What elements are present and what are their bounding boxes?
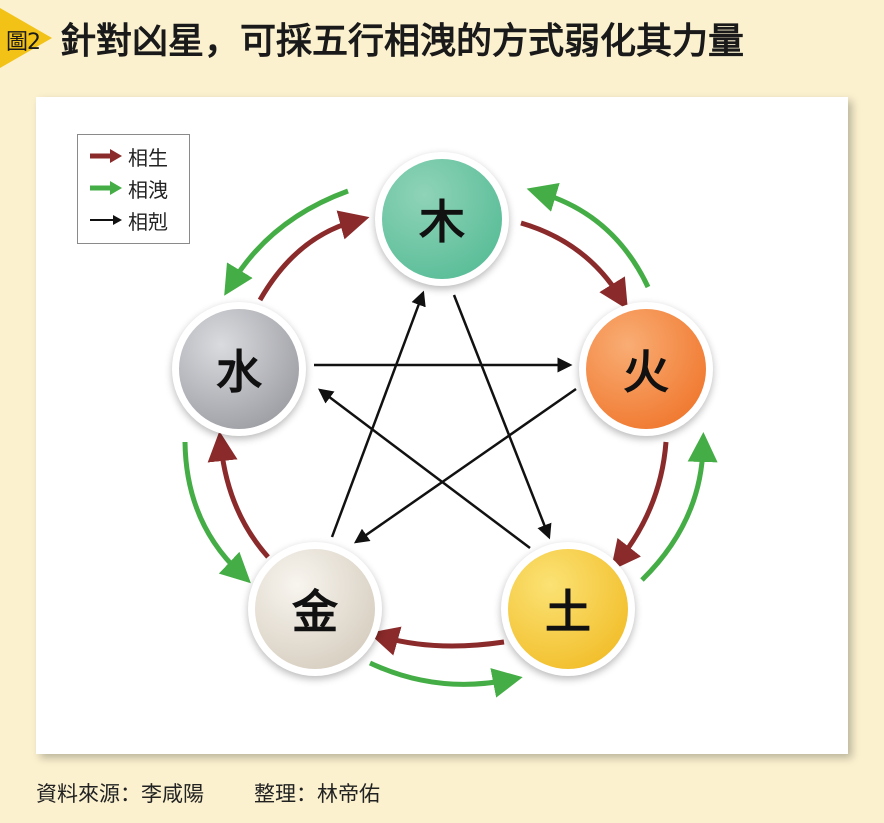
footer-credits: 資料來源：李咸陽 整理：林帝佑 [36,778,380,808]
node-earth: 土 [501,542,635,676]
five-elements-diagram [182,182,718,698]
drain-arrow-icon [90,181,122,195]
generate-arrow-metal-water [207,431,270,559]
control-arrow-fire-metal [353,387,577,544]
control-arrow-wood-earth [452,294,552,540]
drain-arrow-fire-wood [526,182,651,289]
node-wood: 木 [375,152,509,286]
legend-label-control: 相剋 [128,209,168,234]
page-title: 針對凶星，可採五行相洩的方式弱化其力量 [60,21,745,62]
diagram-panel: 相生 相洩 相剋 木 火 土 金 水 [36,97,848,754]
legend-label-generate: 相生 [128,145,168,170]
node-fire: 火 [579,302,713,436]
legend-item-generate: 相生 [88,141,168,171]
source-credit: 資料來源：李咸陽 [36,782,204,806]
node-water: 水 [172,302,306,436]
legend-item-drain: 相洩 [88,173,168,203]
legend-label-drain: 相洩 [128,177,168,202]
drain-arrow-earth-fire [640,432,718,582]
generate-arrow-wood-fire [520,220,628,310]
legend: 相生 相洩 相剋 [77,134,190,244]
drain-arrow-water-metal [182,441,251,584]
generate-arrow-icon [90,149,122,163]
generate-arrow-earth-metal [368,626,505,656]
control-arrow-earth-water [318,388,531,549]
drain-arrow-wood-water [224,188,349,296]
node-earth-label: 土 [508,549,628,669]
figure-label: 圖2 [6,30,41,55]
node-water-label: 水 [179,309,299,429]
generate-arrow-fire-earth [610,441,669,571]
generate-arrow-water-wood [257,210,370,302]
node-metal-label: 金 [255,549,375,669]
drain-arrow-metal-earth [368,660,523,698]
node-wood-label: 木 [382,159,502,279]
control-arrow-icon [90,215,122,225]
editor-credit: 整理：林帝佑 [254,782,380,806]
legend-item-control: 相剋 [88,205,168,235]
figure-badge [0,8,52,68]
control-arrow-metal-wood [330,290,426,538]
node-metal: 金 [248,542,382,676]
node-fire-label: 火 [586,309,706,429]
